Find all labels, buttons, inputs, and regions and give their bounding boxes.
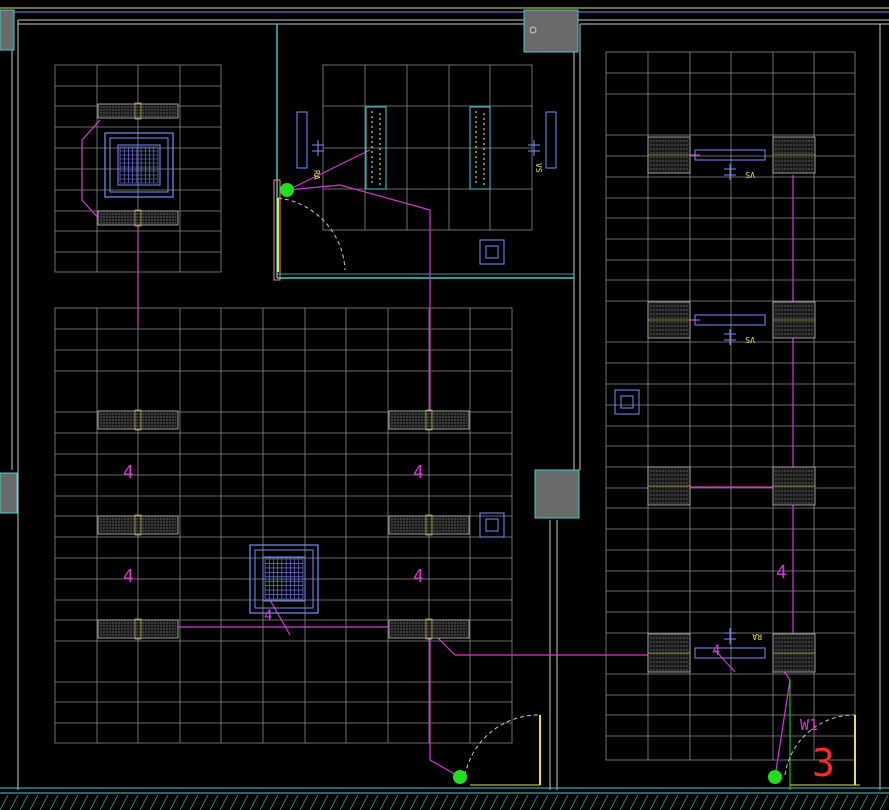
linear-diffuser xyxy=(97,618,179,640)
square-devices xyxy=(479,239,640,538)
linear-diffuser xyxy=(388,514,470,536)
column-mid-left xyxy=(0,472,18,514)
columns xyxy=(0,9,580,519)
room-number: 3 xyxy=(812,741,835,785)
linear-diffuser xyxy=(97,102,179,120)
connection-point-icon xyxy=(280,183,294,197)
column-top-center xyxy=(523,9,579,53)
valve-icon xyxy=(724,628,736,644)
connection-point-icon xyxy=(453,770,467,784)
labels: 4 4 4 4 4 4 4 VS VS VS RA RA W1 3 xyxy=(123,163,835,785)
linear-diffuser xyxy=(97,409,179,431)
ceiling-grid-top-center xyxy=(322,64,533,231)
ra-label: RA xyxy=(312,170,321,180)
doors xyxy=(273,179,860,790)
tag-4: 4 xyxy=(413,566,424,587)
linear-diffuser xyxy=(388,409,470,431)
vs-label: VS xyxy=(745,335,755,344)
valve-icon xyxy=(724,329,736,345)
wide-slot-diffusers xyxy=(694,149,766,659)
tag-4: 4 xyxy=(712,643,720,659)
ra-label: RA xyxy=(752,632,762,641)
linear-diffuser-vertical xyxy=(647,466,691,506)
linear-diffuser-vertical xyxy=(772,301,816,339)
linear-diffuser-vertical xyxy=(772,633,816,673)
floor-hatch xyxy=(0,794,889,810)
ceiling-grid-right xyxy=(605,51,856,761)
linear-diffuser-vertical xyxy=(772,136,816,174)
ceiling-grids xyxy=(54,51,856,761)
column-marker-icon xyxy=(529,26,537,34)
connection-points xyxy=(280,183,782,784)
vs-label: VS xyxy=(534,163,543,173)
valve-icon xyxy=(312,140,324,156)
cassette-unit-top xyxy=(104,132,174,198)
connection-point-icon xyxy=(768,770,782,784)
linear-diffuser-vertical xyxy=(647,633,691,673)
slot-diffusers xyxy=(296,106,557,190)
linear-diffuser xyxy=(97,514,179,536)
linear-diffuser-vertical xyxy=(772,466,816,506)
cassette-unit-bottom xyxy=(249,544,319,614)
w1-label: W1 xyxy=(800,716,818,734)
outer-walls xyxy=(0,7,889,794)
valve-icon xyxy=(724,164,736,180)
tag-4: 4 xyxy=(123,566,134,587)
tag-4: 4 xyxy=(264,608,272,624)
linear-diffuser-vertical xyxy=(647,301,691,339)
linear-diffusers xyxy=(97,102,816,673)
valve-icon xyxy=(528,140,540,156)
tag-4: 4 xyxy=(776,562,787,583)
tag-4: 4 xyxy=(413,462,424,483)
linear-diffuser xyxy=(388,618,470,640)
piping xyxy=(81,119,794,778)
column-mid-center xyxy=(534,469,580,519)
ceiling-grid-main xyxy=(54,307,513,744)
column-top-left xyxy=(0,9,15,51)
tag-4: 4 xyxy=(123,462,134,483)
valve-symbols xyxy=(312,140,736,644)
linear-diffuser-vertical xyxy=(647,136,691,174)
vs-label: VS xyxy=(745,170,755,179)
linear-diffuser xyxy=(97,209,179,227)
